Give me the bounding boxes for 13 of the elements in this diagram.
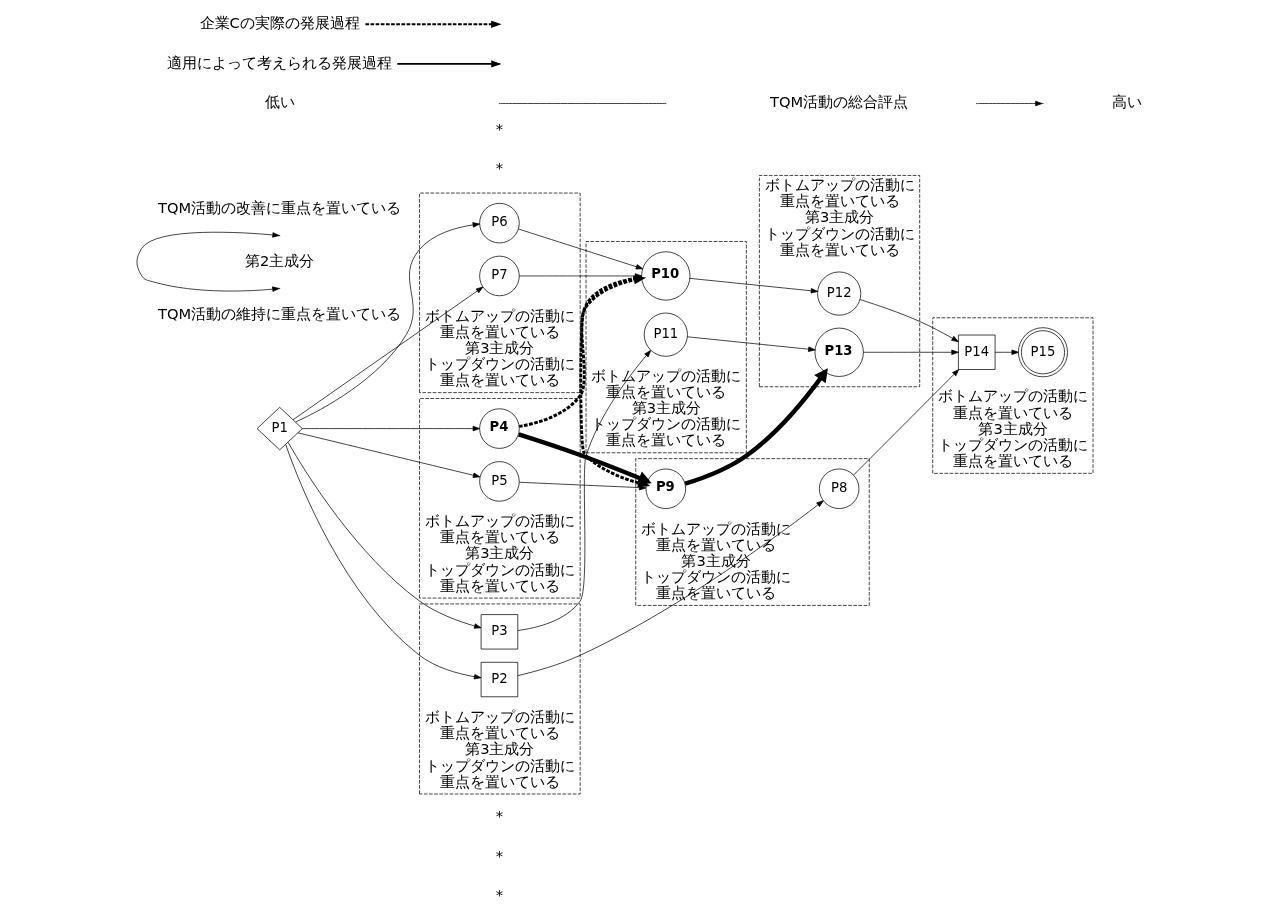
label: 第2主成分 [245,251,315,269]
label: TQM活動の総合評点 [770,93,909,111]
label: 高い [1112,93,1143,111]
legend-label: 企業Cの実際の発展過程 [199,13,360,31]
label: * [495,846,504,864]
legend-label: 適用によって考えられる発展過程 [167,53,393,71]
label: * [495,119,504,137]
label: 低い [264,93,295,111]
label: * [495,886,504,904]
label: TQM活動の維持に重点を置いている [158,304,402,322]
label: * [495,807,504,825]
label: TQM活動の改善に重点を置いている [158,198,402,216]
label: * [495,159,504,177]
